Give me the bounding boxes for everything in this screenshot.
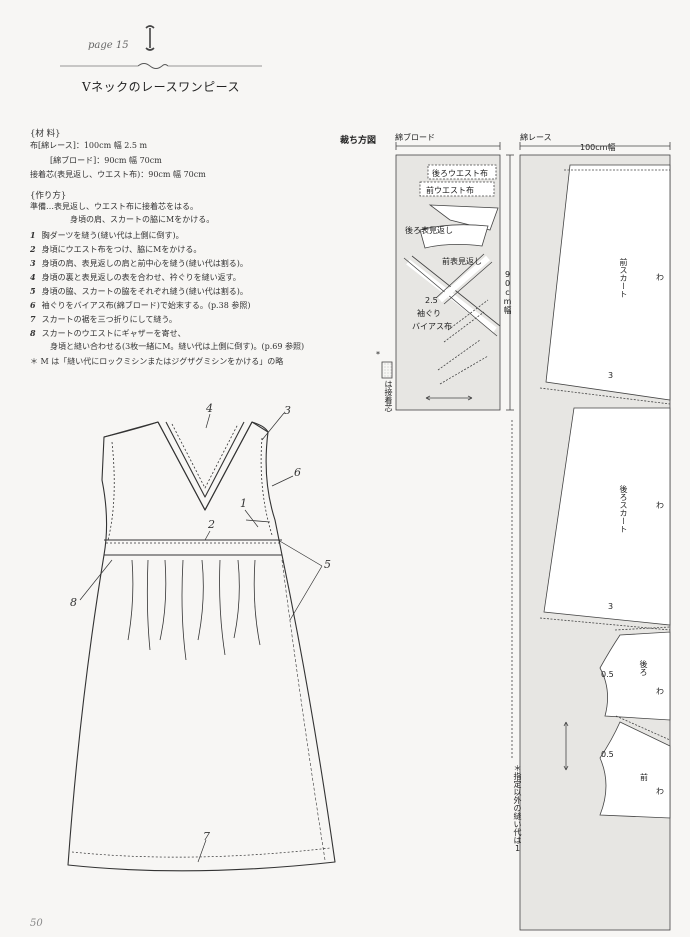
seam-value: 0.5: [601, 750, 614, 759]
callout-3: 3: [284, 404, 291, 417]
callout-1: 1: [240, 497, 247, 510]
layout-diagram-title: 裁ち方図: [340, 136, 377, 146]
step-number: 4: [30, 272, 36, 282]
materials-heading: {材 料}: [30, 129, 61, 139]
callout-4: 4: [206, 402, 213, 415]
piece-back-facing: 後ろ表見返し: [405, 226, 453, 235]
steps-prep: 準備…表見返し、ウエスト布に接着芯をはる。: [30, 202, 198, 211]
fold-mark: わ: [656, 687, 664, 696]
step-number: 6: [30, 300, 36, 310]
seam-value: 3: [608, 371, 614, 380]
step-text: スカートのウエストにギャザーを寄せ、: [41, 329, 186, 338]
step-number: 1: [30, 230, 36, 240]
materials-line: 布[綿レース]：100cm 幅 2.5 m: [30, 141, 148, 150]
step-item: 5 身頃の脇、スカートの脇をそれぞれ縫う(縫い代は割る)。: [30, 287, 248, 296]
step-text: 胸ダーツを縫う(縫い代は上側に倒す)。: [41, 231, 184, 240]
piece-front-skirt: 前スカート: [619, 258, 628, 298]
interfacing-asterisk: *: [376, 350, 380, 359]
step-item: 8 スカートのウエストにギャザーを寄せ、: [30, 329, 186, 338]
step-item: 1 胸ダーツを縫う(縫い代は上側に倒す)。: [30, 231, 184, 240]
materials-line: 接着芯(表見返し、ウエスト布)：90cm 幅 70cm: [30, 170, 206, 179]
broadcloth-width-label: 90cm幅: [503, 270, 512, 314]
seam-value: 0.5: [601, 670, 614, 679]
fold-mark: わ: [656, 501, 664, 510]
piece-back-bodice: 後ろ: [639, 660, 648, 676]
callout-6: 6: [294, 466, 301, 479]
step-number: 7: [30, 314, 36, 324]
piece-armhole: 袖ぐり: [417, 309, 441, 318]
step-item: 7 スカートの裾を三つ折りにして縫う。: [30, 315, 177, 324]
steps-note: ＊ M は「縫い代にロックミシンまたはジグザグミシンをかける」の略: [30, 357, 284, 366]
piece-back-skirt: 後ろスカート: [619, 485, 628, 533]
step-text: 身頃の裏と表見返しの表を合わせ、衿ぐりを縫い返す。: [41, 273, 241, 282]
page-title: Vネックのレースワンピース: [82, 80, 240, 94]
step-number: 3: [30, 258, 36, 268]
callout-5: 5: [324, 558, 331, 571]
step-text: 身頃にウエスト布をつけ、脇にMをかける。: [41, 245, 202, 254]
step-item: 6 袖ぐりをバイアス布(綿ブロード)で始末する。(p.38 参照): [30, 301, 250, 310]
materials-line: [綿ブロード]：90cm 幅 70cm: [50, 156, 162, 165]
lace-label: 綿レース: [520, 133, 552, 142]
piece-front-bodice: 前: [640, 773, 648, 782]
page-reference: page 15: [88, 40, 129, 51]
page-number: 50: [30, 918, 43, 929]
callout-8: 8: [70, 596, 77, 609]
seam-allowance-note: ＊指定以外の縫い代は1: [513, 764, 522, 853]
step-item: 3 身頃の肩、表見返しの肩と前中心を縫う(縫い代は割る)。: [30, 259, 248, 268]
piece-bias-strip: バイアス布: [412, 322, 452, 331]
fold-mark: わ: [656, 273, 664, 282]
piece-front-facing: 前表見返し: [442, 257, 482, 266]
step-item: 4 身頃の裏と表見返しの表を合わせ、衿ぐりを縫い返す。: [30, 273, 241, 282]
step-item-cont: 身頃と縫い合わせる(3枚一緒にM。縫い代は上側に倒す)。(p.69 参照): [50, 342, 305, 351]
bias-value: 2.5: [425, 296, 438, 305]
lace-width-label: 100cm幅: [580, 143, 616, 152]
callout-2: 2: [208, 518, 215, 531]
interfacing-note: は接着芯: [384, 380, 393, 412]
callout-7: 7: [203, 830, 210, 843]
step-number: 8: [30, 328, 36, 338]
steps-prep-cont: 身頃の肩、スカートの脇にMをかける。: [70, 215, 215, 224]
steps-heading: {作り方}: [30, 191, 67, 201]
step-text: 身頃の肩、表見返しの肩と前中心を縫う(縫い代は割る)。: [41, 259, 248, 268]
step-text: スカートの裾を三つ折りにして縫う。: [41, 315, 177, 324]
piece-back-waistband: 後ろウエスト布: [432, 169, 488, 178]
piece-front-waistband: 前ウエスト布: [426, 186, 474, 195]
step-item: 2 身頃にウエスト布をつけ、脇にMをかける。: [30, 245, 201, 254]
fold-mark: わ: [656, 787, 664, 796]
step-number: 5: [30, 286, 36, 296]
broadcloth-label: 綿ブロード: [395, 133, 435, 142]
seam-value: 3: [608, 602, 614, 611]
step-text: 身頃の脇、スカートの脇をそれぞれ縫う(縫い代は割る)。: [41, 287, 248, 296]
step-text: 袖ぐりをバイアス布(綿ブロード)で始末する。(p.38 参照): [41, 301, 251, 310]
step-number: 2: [30, 244, 36, 254]
